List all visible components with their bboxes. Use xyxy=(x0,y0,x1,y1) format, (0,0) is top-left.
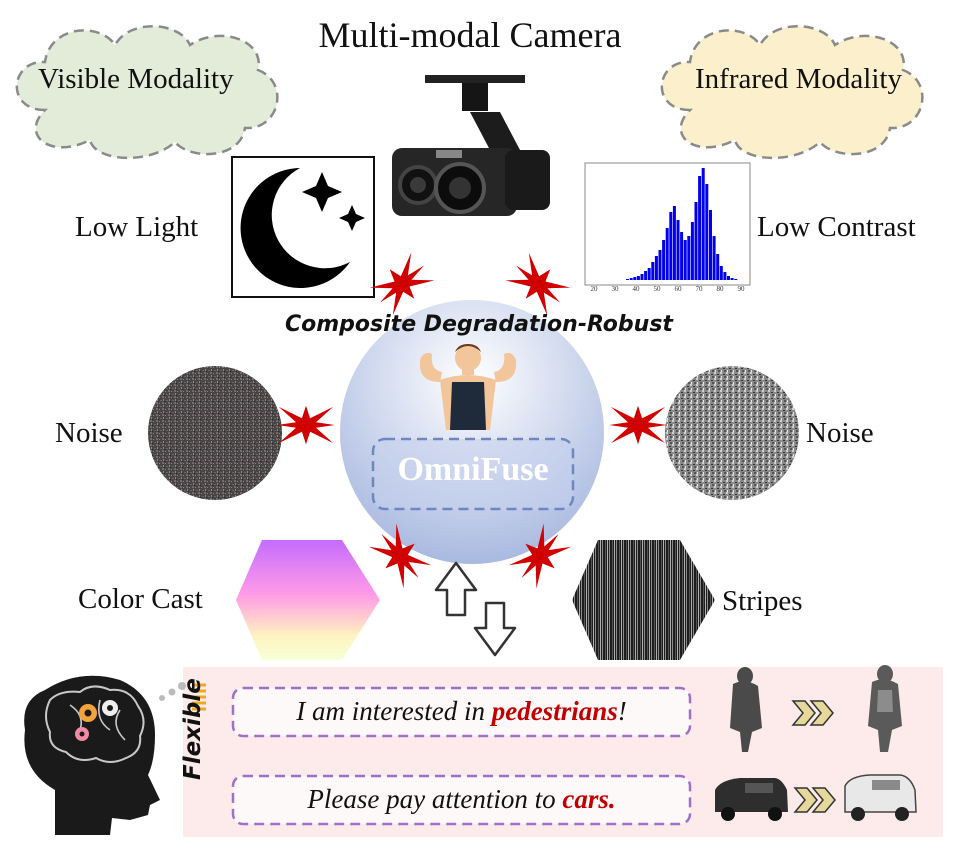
histogram-bar xyxy=(716,254,720,280)
center-circle xyxy=(340,300,604,564)
visible-modality-label: Visible Modality xyxy=(38,63,234,95)
color-cast-label: Color Cast xyxy=(78,583,203,615)
low-light-label: Low Light xyxy=(75,211,199,243)
camera-icon xyxy=(392,75,550,216)
noise-visible-image xyxy=(148,366,282,500)
infrared-modality-cloud xyxy=(660,25,924,160)
page-title: Multi-modal Camera xyxy=(318,15,622,55)
histogram-bar xyxy=(694,202,698,280)
prompt-1-keyword: pedestrians xyxy=(491,696,618,726)
histogram-bar xyxy=(636,276,640,280)
degradation-burst-1 xyxy=(369,252,435,316)
histogram-bar xyxy=(647,268,651,280)
histogram-bar xyxy=(680,232,684,280)
histogram-tick-label: 40 xyxy=(633,285,641,293)
histogram-bar xyxy=(626,279,629,280)
prompt-1-suffix: ! xyxy=(617,696,627,726)
composite-subtitle: Composite Degradation-Robust xyxy=(285,312,673,337)
stripes-label: Stripes xyxy=(722,585,803,617)
histogram-tick-label: 70 xyxy=(696,285,704,293)
histogram-bar xyxy=(658,250,662,280)
bidirectional-arrows xyxy=(434,561,517,657)
strong-person-icon xyxy=(419,344,517,430)
coil-icon xyxy=(192,683,206,711)
degradation-burst-2 xyxy=(505,252,571,316)
histogram-bar xyxy=(730,278,734,280)
histogram-bar xyxy=(690,222,694,280)
prompt-1-prefix: I am interested in xyxy=(296,696,492,726)
histogram-bar xyxy=(709,210,712,280)
degradation-bursts xyxy=(277,252,667,589)
prompt-2-prefix: Please pay attention to xyxy=(307,784,563,814)
noise-infrared-image xyxy=(665,366,799,500)
histogram-bar xyxy=(727,276,730,280)
prompt-box-pedestrians xyxy=(231,686,692,738)
histogram-tick-label: 80 xyxy=(717,285,725,293)
histogram-bar xyxy=(712,236,716,280)
pedestrian-before-image xyxy=(730,667,762,752)
histogram-bar xyxy=(719,266,723,280)
degradation-burst-6 xyxy=(508,523,572,589)
histogram-bar xyxy=(701,168,705,280)
histogram-bar xyxy=(669,212,673,280)
van-after-image xyxy=(844,774,917,821)
histogram-bar xyxy=(683,240,687,280)
omnifuse-box xyxy=(371,437,575,511)
histogram-bar xyxy=(662,240,666,280)
histogram-bar xyxy=(672,206,676,280)
histogram-bar xyxy=(723,272,727,280)
histogram-bar xyxy=(633,277,637,280)
histogram-bar xyxy=(676,220,680,280)
histogram-tick-label: 60 xyxy=(675,285,683,293)
histogram-bar xyxy=(640,274,644,280)
prompt-box-cars xyxy=(231,774,692,826)
transform-chevron-icon-2 xyxy=(793,787,836,813)
histogram-bar xyxy=(665,228,669,280)
infrared-modality-label: Infrared Modality xyxy=(695,63,902,95)
histogram-bar xyxy=(629,278,633,280)
pedestrian-after-image xyxy=(868,665,902,752)
histogram-tick-label: 90 xyxy=(738,285,746,293)
histogram-bar xyxy=(698,176,702,280)
histogram-bar xyxy=(687,236,691,280)
histogram-tick-label: 20 xyxy=(591,285,599,293)
color-cast-image xyxy=(236,540,380,660)
visible-modality-cloud xyxy=(15,25,279,160)
low-contrast-label: Low Contrast xyxy=(757,211,916,243)
noise-left-label: Noise xyxy=(55,417,123,449)
low-light-icon xyxy=(231,156,375,298)
transform-chevron-icon-1 xyxy=(791,700,834,726)
histogram-bar xyxy=(654,256,658,280)
prompt-text-pedestrians: I am interested in pedestrians! xyxy=(233,696,690,727)
degradation-burst-4 xyxy=(609,405,667,445)
flexible-label: Flexible xyxy=(180,678,206,780)
histogram-bar xyxy=(651,262,655,280)
histogram-chart: 20 30 40 50 60 70 80 90 xyxy=(584,162,751,293)
histogram-bar xyxy=(734,279,738,280)
head-silhouette-icon xyxy=(24,675,186,835)
noise-right-label: Noise xyxy=(806,417,874,449)
degradation-burst-3 xyxy=(277,405,335,445)
omnifuse-title: OmniFuse xyxy=(397,451,549,488)
prompt-text-cars: Please pay attention to cars. xyxy=(233,784,690,815)
histogram-tick-label: 30 xyxy=(612,285,620,293)
prompt-2-keyword: cars. xyxy=(562,784,616,814)
histogram-bar xyxy=(644,271,648,280)
stripes-image xyxy=(572,540,715,660)
degradation-burst-5 xyxy=(368,523,432,589)
histogram-bar xyxy=(705,184,709,280)
histogram-tick-label: 50 xyxy=(654,285,662,293)
van-before-image xyxy=(715,778,788,821)
